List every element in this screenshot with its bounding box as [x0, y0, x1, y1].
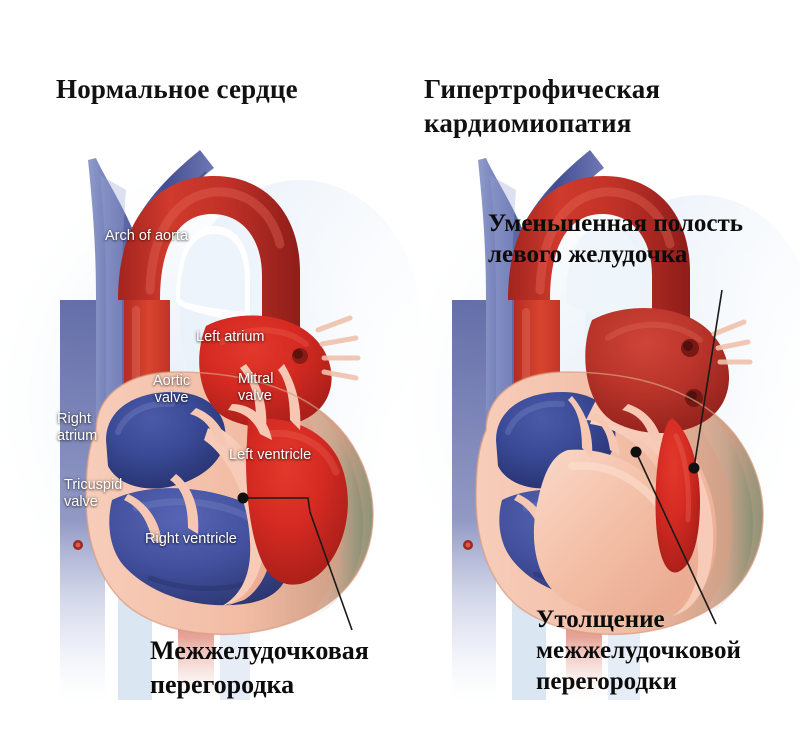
panel-title-hypertrophic-cardiomyopathy: Гипертрофическая кардиомиопатия: [424, 74, 661, 138]
label-aortic-valve: Aortic valve: [153, 373, 191, 406]
panel-title-normal-heart: Нормальное сердце: [56, 74, 298, 104]
annotation-reduced-left-ventricle-cavity: Уменьшенная полость левого желудочка: [488, 210, 744, 268]
label-right-atrium: Right atrium: [57, 411, 98, 444]
label-arch-of-aorta: Arch of aorta: [105, 228, 189, 244]
caption-septum-thickening: Утолщение межжелудочковой перегородки: [536, 606, 741, 695]
label-mitral-valve: Mitral valve: [238, 371, 274, 404]
label-left-atrium: Left atrium: [196, 329, 265, 345]
caption-interventricular-septum: Межжелудочковая перегородка: [150, 636, 369, 699]
label-right-ventricle: Right ventricle: [145, 531, 237, 547]
label-left-ventricle: Left ventricle: [229, 447, 312, 463]
label-tricuspid-valve: Tricuspid valve: [64, 477, 123, 510]
